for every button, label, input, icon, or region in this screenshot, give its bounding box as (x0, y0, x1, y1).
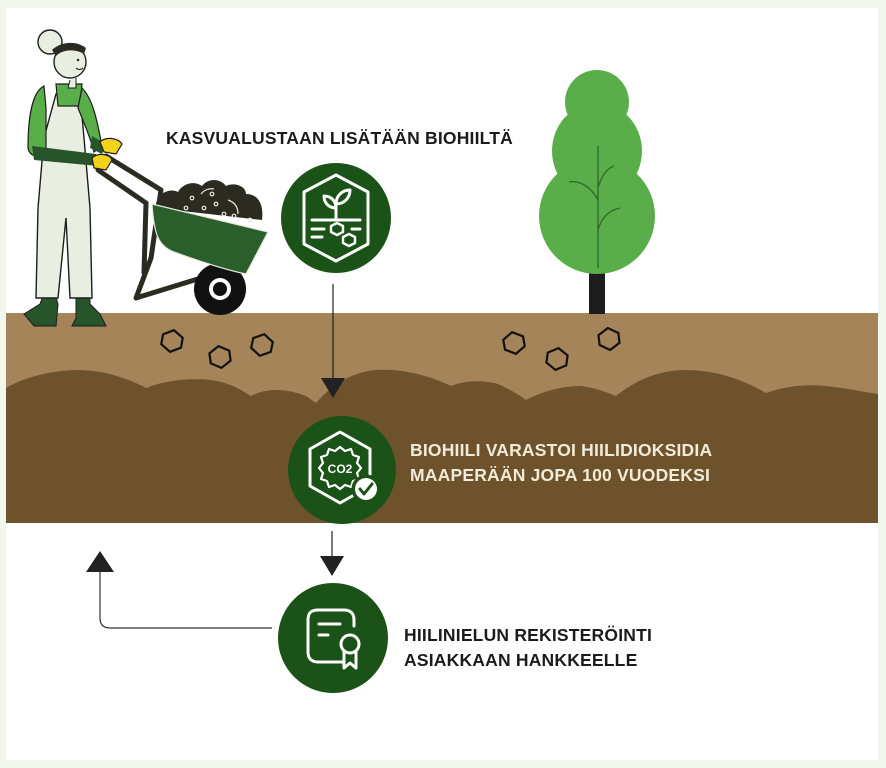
arrow-step2-to-step3-head (320, 556, 344, 576)
biochar-particle (597, 326, 621, 352)
step3-icon (278, 583, 388, 693)
co2-icon-text: CO2 (328, 462, 353, 476)
biochar-particle (208, 344, 232, 370)
arrow-loop-back-head (86, 551, 114, 572)
biochar-particles-left (160, 328, 275, 370)
tree-trunk (589, 266, 605, 314)
biochar-particles-right (502, 326, 621, 372)
flow-arrows (86, 284, 345, 629)
co2-check-icon (308, 430, 372, 505)
step2-label-line1: BIOHIILI VARASTOI HIILIDIOKSIDIA (410, 440, 713, 460)
tree-illustration (539, 70, 655, 314)
arrow-loop-back-line (99, 570, 272, 629)
step3-label-line2: ASIAKKAAN HANKKEELLE (404, 650, 638, 670)
infographic-scene: CO2 (6, 29, 878, 693)
check-icon (358, 482, 374, 496)
step3-label: HIILINIELUN REKISTERÖINTI ASIAKKAAN HANK… (404, 623, 652, 673)
arrow-step1-to-step2-head (321, 378, 345, 398)
step1-icon (281, 163, 391, 273)
step1-label: KASVUALUSTAAN LISÄTÄÄN BIOHIILTÄ (166, 126, 513, 151)
step3-label-line1: HIILINIELUN REKISTERÖINTI (404, 625, 653, 645)
biochar-particle (545, 346, 569, 372)
soil-sprout-icon (302, 173, 370, 263)
biochar-particle (502, 330, 526, 356)
biochar-particle (160, 328, 184, 354)
step2-icon: CO2 (288, 416, 396, 524)
certificate-icon (306, 608, 361, 670)
gardener-illustration (23, 29, 269, 327)
infographic-canvas: CO2 KASVUALUSTAAN LISÄTÄÄN BIOHIILTÄ BIO… (6, 8, 878, 760)
step2-label-line2: MAAPERÄÄN JOPA 100 VUODEKSI (410, 465, 711, 485)
step1-label-line1: KASVUALUSTAAN LISÄTÄÄN BIOHIILTÄ (166, 128, 513, 148)
biochar-particle (249, 332, 275, 358)
step2-label: BIOHIILI VARASTOI HIILIDIOKSIDIA MAAPERÄ… (410, 438, 712, 488)
subsoil-layer (6, 369, 878, 523)
